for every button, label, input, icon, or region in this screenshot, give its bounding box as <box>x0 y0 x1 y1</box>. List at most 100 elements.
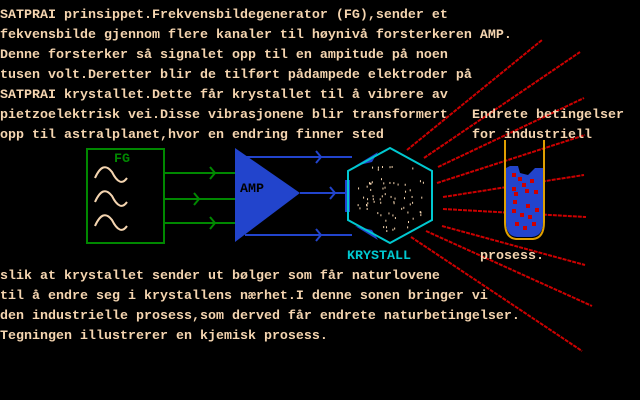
crystal-dot <box>370 188 372 191</box>
arrow-icon <box>315 150 323 164</box>
crystal-dot <box>380 201 382 204</box>
crystal-dot <box>403 197 405 200</box>
bubble <box>523 226 527 230</box>
ray <box>406 39 543 151</box>
arrow-icon <box>315 228 323 242</box>
text-line: til å endre seg i krystallens nærhet.I d… <box>0 289 488 304</box>
crystal-dot <box>384 193 386 196</box>
ray <box>441 225 586 266</box>
crystal-dot <box>358 187 360 190</box>
crystal-dot <box>386 230 388 233</box>
bubble <box>512 187 516 191</box>
crystal-dot <box>397 183 399 186</box>
bubble <box>520 213 524 217</box>
crystal-dot <box>372 195 374 198</box>
crystal-dot <box>392 228 394 231</box>
text-line: Tegningen illustrerer en kjemisk prosess… <box>0 329 328 344</box>
crystal-dot <box>412 201 414 204</box>
crystal-dot <box>422 181 424 184</box>
text-line: SATPRAI krystallet.Dette får krystallet … <box>0 88 448 103</box>
crystal-dot <box>393 201 395 204</box>
bubble <box>513 200 517 204</box>
ray <box>436 134 586 184</box>
bubble <box>515 222 519 226</box>
fg-label: FG <box>114 152 130 167</box>
electrode <box>355 226 378 240</box>
crystal-dot <box>394 227 396 230</box>
crystal-dot <box>366 204 368 207</box>
crystal-dot <box>373 200 375 203</box>
crystal-dot <box>409 203 411 206</box>
crystal-dot <box>411 195 413 198</box>
frequency-generator <box>86 148 236 244</box>
crystal <box>347 146 433 245</box>
crystal-dot <box>372 198 374 201</box>
bubble <box>528 215 532 219</box>
crystal-dot <box>371 181 373 184</box>
bubble <box>534 190 538 194</box>
crystal-dots <box>357 165 424 233</box>
crystal-dot <box>393 202 395 205</box>
crystal-dot <box>383 182 385 185</box>
crystal-dot <box>369 182 371 185</box>
crystal-dot <box>420 211 422 214</box>
crystal-dot <box>388 212 390 215</box>
crystal-dot <box>385 226 387 229</box>
arrow-icon <box>329 186 337 200</box>
crystal-dot <box>367 202 369 205</box>
crystal-dot <box>370 182 372 185</box>
text-line: slik at krystallet sender ut bølger som … <box>0 269 440 284</box>
sine-wave-icon <box>94 166 128 231</box>
crystal-dot <box>379 198 381 201</box>
process-label-2: for industriell <box>472 128 592 143</box>
text-line: fekvensbilde gjennom flere kanaler til h… <box>0 28 512 43</box>
crystal-dot <box>366 207 368 210</box>
crystal-dot <box>384 186 386 189</box>
test-tube <box>504 140 545 240</box>
crystal-dot <box>412 167 414 170</box>
text-line: tusen volt.Deretter blir de tilført påda… <box>0 68 472 83</box>
crystal-dot <box>385 219 387 222</box>
text-line: opp til astralplanet,hvor en endring fin… <box>0 128 384 143</box>
crystal-dot <box>393 182 395 185</box>
ray <box>423 51 581 159</box>
crystal-dot <box>392 214 394 217</box>
fg-channels <box>164 166 236 230</box>
arrow-icon <box>209 166 217 180</box>
ray <box>425 230 593 307</box>
tube-liquid <box>506 166 543 237</box>
bubble <box>512 173 516 177</box>
crystal-dot <box>383 226 385 229</box>
amp-triangle <box>235 148 300 242</box>
bubble <box>526 204 530 208</box>
process-label-1: Endrete betingelser <box>472 108 624 123</box>
bubbles <box>512 173 539 230</box>
crystal-dot <box>419 180 421 183</box>
crystal-dot <box>407 226 409 229</box>
bubble <box>535 208 539 212</box>
crystal-dot <box>381 195 383 198</box>
crystal-dot <box>366 185 368 188</box>
bubble <box>512 209 516 213</box>
bubble <box>518 177 522 181</box>
crystal-dot <box>365 203 367 206</box>
ray <box>437 97 585 168</box>
bubble <box>522 183 526 187</box>
crystal-dot <box>380 214 382 217</box>
crystal-dot <box>359 207 361 210</box>
crystal-dot <box>377 166 379 169</box>
crystal-dot <box>377 168 379 171</box>
crystal-dot <box>372 166 374 169</box>
crystal-dot <box>368 182 370 185</box>
arrow-icon <box>193 192 201 206</box>
crystal-dot <box>403 206 405 209</box>
crystal-dot <box>401 207 403 210</box>
crystal-dot <box>363 196 365 199</box>
bubble <box>530 179 534 183</box>
crystal-dot <box>394 217 396 220</box>
fg-box <box>86 148 165 244</box>
crystal-dot <box>357 204 359 207</box>
text-line: den industrielle prosess,som derved får … <box>0 309 520 324</box>
crystal-hexagon <box>347 146 433 245</box>
